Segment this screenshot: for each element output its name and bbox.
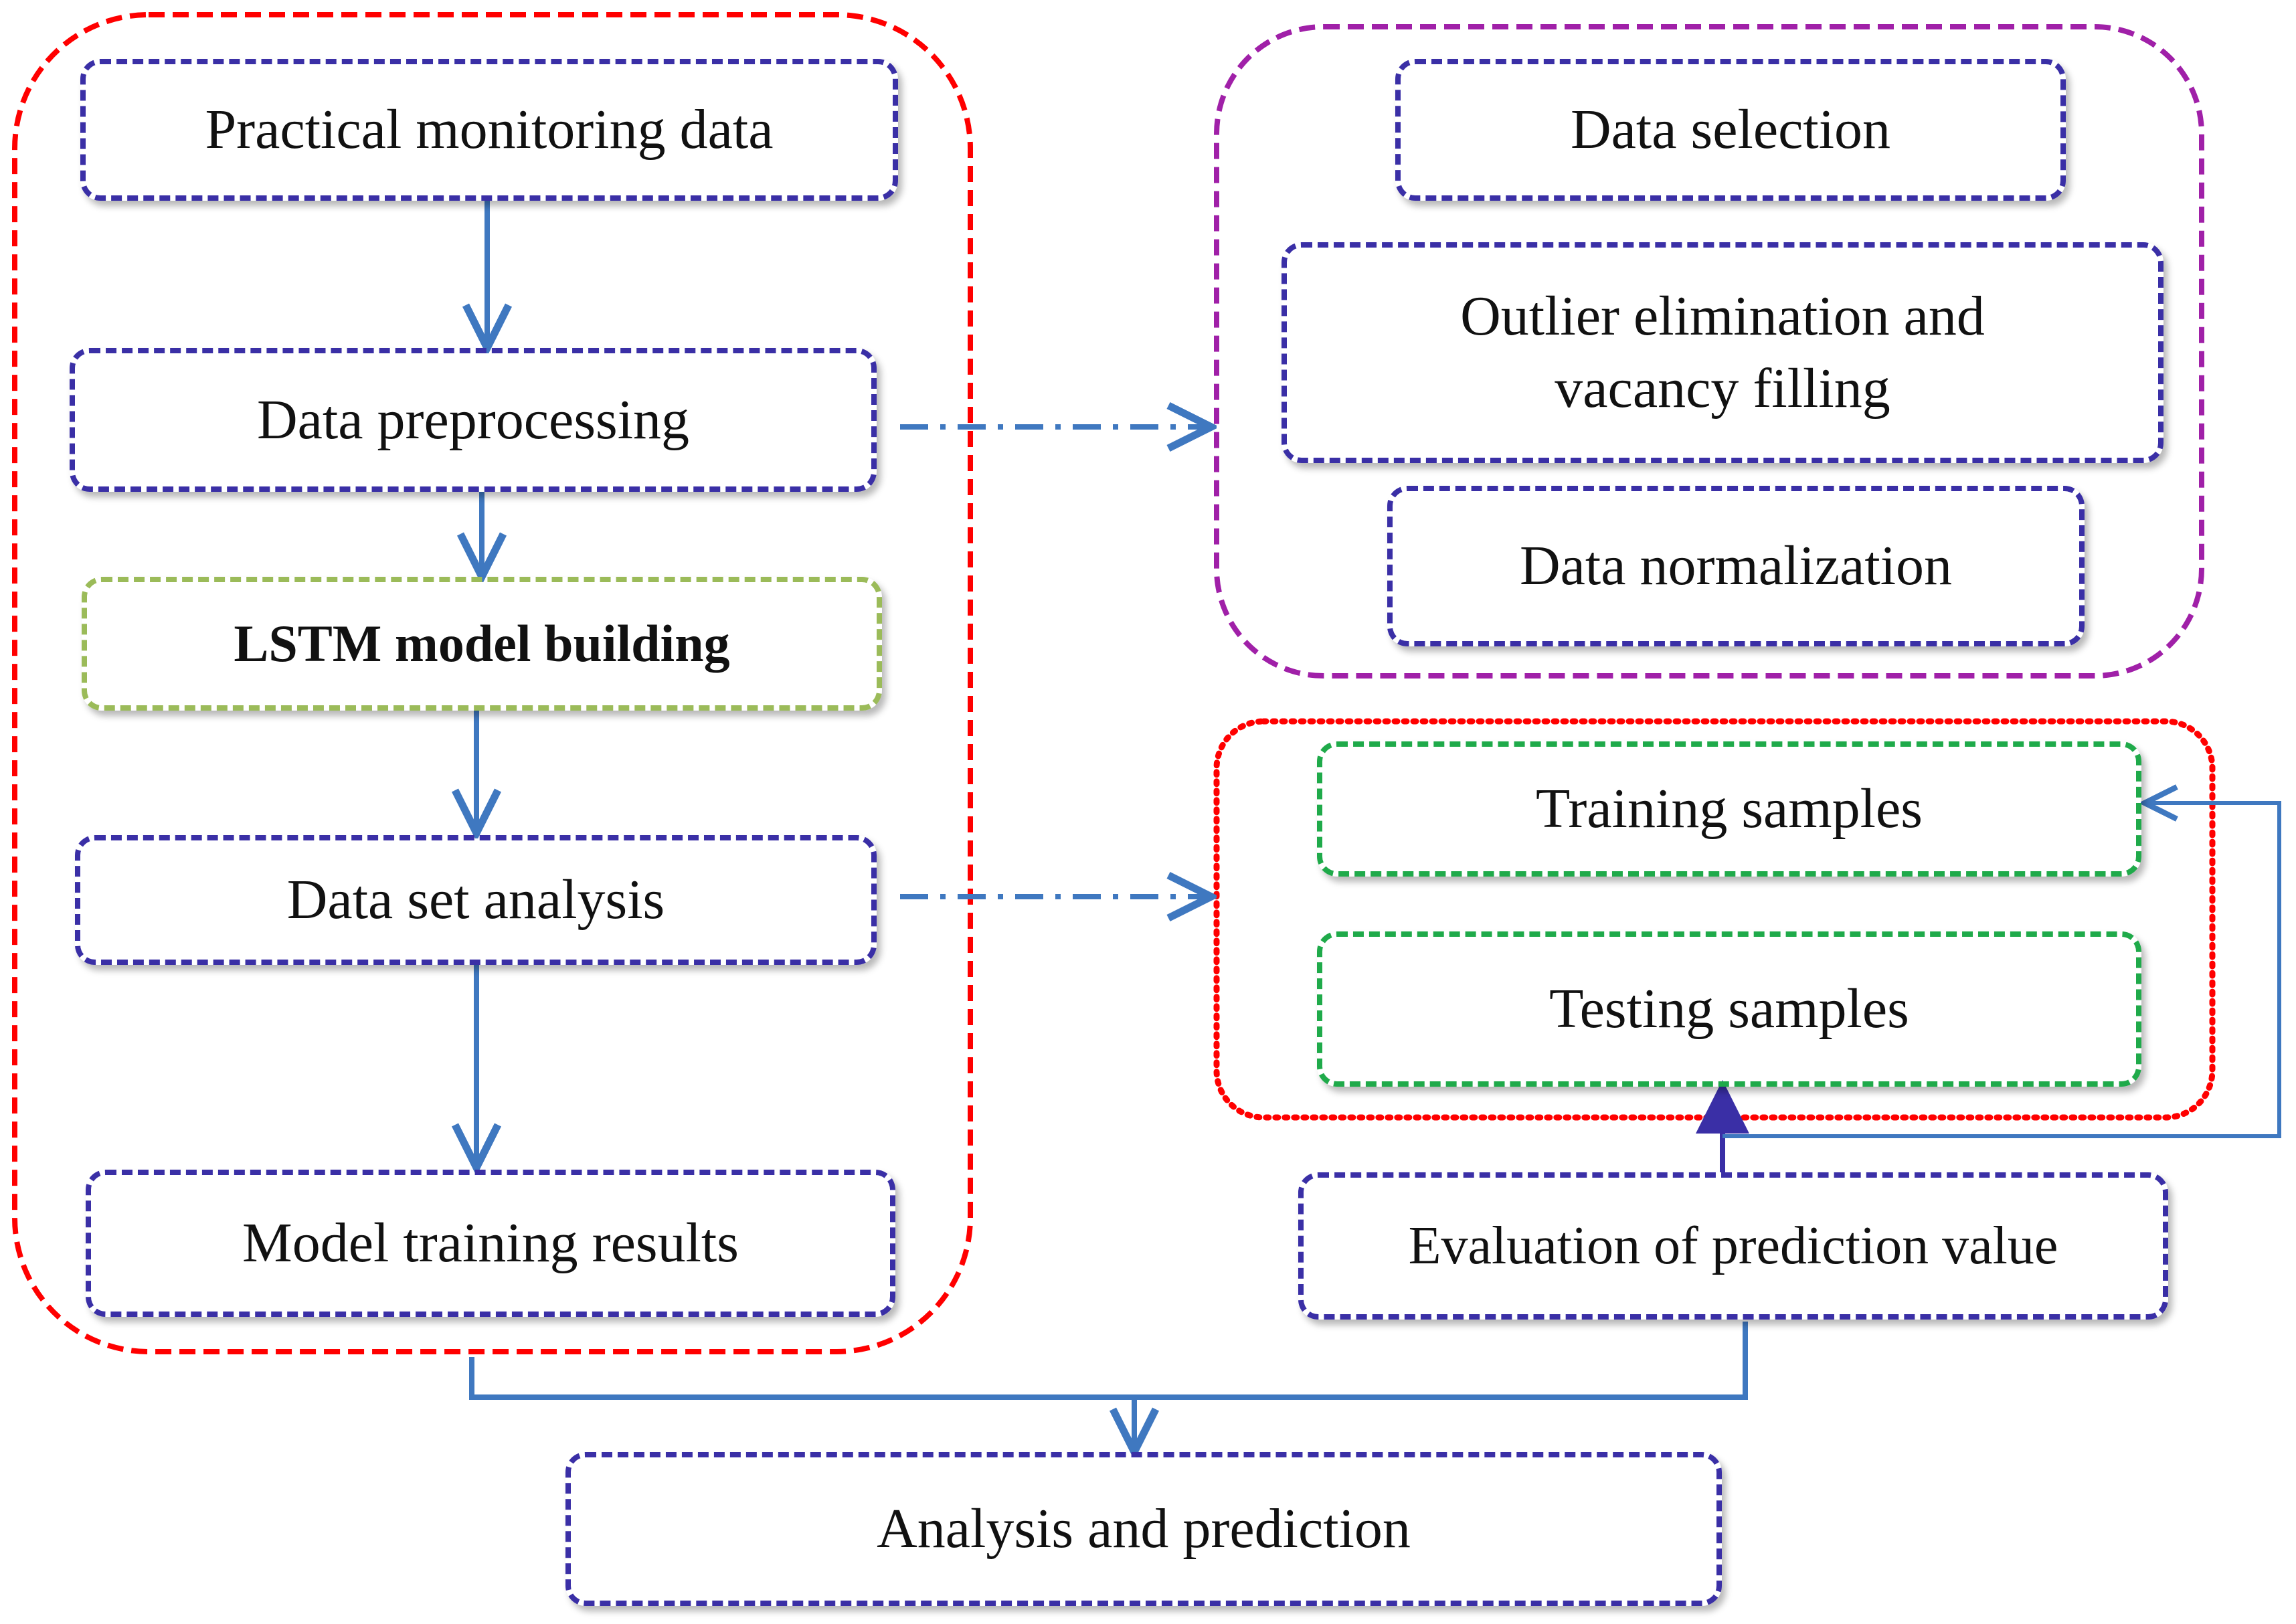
training-samples-label: Training samples bbox=[1536, 778, 1923, 840]
outlier-line-1: Outlier elimination and bbox=[1460, 285, 1985, 348]
analysis-prediction-box: Analysis and prediction bbox=[565, 1452, 1722, 1606]
practical-monitoring-label: Practical monitoring data bbox=[205, 98, 774, 161]
testing-samples-label: Testing samples bbox=[1549, 978, 1909, 1041]
lstm-model-label: LSTM model building bbox=[234, 614, 730, 673]
testing-samples-box: Testing samples bbox=[1317, 931, 2141, 1087]
training-samples-box: Training samples bbox=[1317, 741, 2141, 877]
model-training-results-label: Model training results bbox=[242, 1212, 739, 1275]
preprocessing-group bbox=[1214, 24, 2204, 679]
outlier-elimination-box: Outlier elimination and vacancy filling bbox=[1282, 242, 2163, 463]
data-preprocessing-label: Data preprocessing bbox=[256, 388, 690, 451]
evaluation-label: Evaluation of prediction value bbox=[1408, 1216, 2058, 1275]
connector-results-down bbox=[469, 1322, 1748, 1400]
data-preprocessing-box: Data preprocessing bbox=[70, 348, 877, 492]
analysis-prediction-label: Analysis and prediction bbox=[877, 1498, 1411, 1560]
practical-monitoring-box: Practical monitoring data bbox=[80, 59, 898, 201]
data-normalization-box: Data normalization bbox=[1387, 486, 2085, 646]
lstm-model-box: LSTM model building bbox=[82, 577, 882, 711]
evaluation-box: Evaluation of prediction value bbox=[1298, 1172, 2168, 1320]
model-training-results-box: Model training results bbox=[86, 1170, 895, 1317]
data-set-analysis-box: Data set analysis bbox=[75, 835, 877, 965]
outlier-line-2: vacancy filling bbox=[1555, 357, 1890, 420]
data-set-analysis-label: Data set analysis bbox=[286, 869, 665, 931]
data-selection-box: Data selection bbox=[1395, 59, 2066, 201]
arrow-feedback-to-training bbox=[1723, 803, 2281, 1138]
main-process-group bbox=[12, 12, 973, 1354]
data-selection-label: Data selection bbox=[1570, 98, 1891, 161]
data-normalization-label: Data normalization bbox=[1519, 535, 1953, 598]
